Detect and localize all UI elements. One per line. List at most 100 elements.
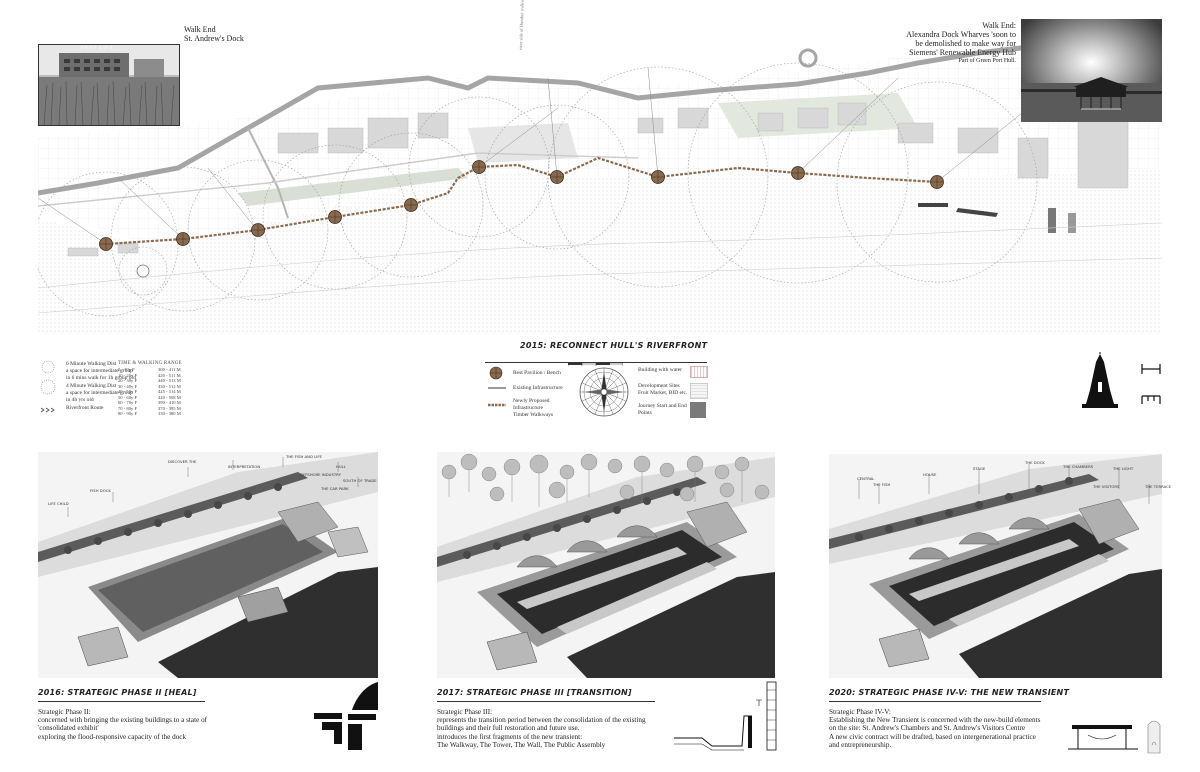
phase3-section-icon (672, 680, 780, 752)
swatch-journey-points (690, 402, 706, 418)
legend-line: 4 Minute Walking Dist (66, 383, 117, 389)
phase4-axonometric (829, 454, 1162, 678)
caption-line: Walk End (184, 25, 216, 34)
legend-line: in 4h yrs old (66, 397, 94, 403)
infrastructure-legend: Rest Pavilion / Bench Existing Infrastru… (487, 366, 577, 426)
legend-item-6min: 6 Minute Walking Dist a space for interm… (66, 361, 136, 382)
description-line: Strategic Phase III: (437, 708, 493, 716)
swatch-building-water (690, 366, 708, 378)
callout-label: THE FISH (873, 482, 891, 487)
pier (918, 203, 948, 207)
table-row: 60 - 70y F 390 - 410 M (118, 400, 190, 406)
pier (956, 208, 998, 217)
table-cell: 10 - 20y F (118, 372, 138, 378)
table-cell: 330 - 380 M (158, 411, 181, 416)
description-line: exploring the flood-responsive capacity … (38, 732, 187, 741)
legend-line: in 6 mins walk for 1h group old (66, 375, 136, 381)
phase2-description: Strategic Phase II: concerned with bring… (38, 708, 308, 741)
description-line: Establishing the New Transient is concer… (829, 716, 1041, 725)
legend-item-route: Riverfront Route (66, 405, 104, 411)
tower-elevation-icon (1080, 352, 1120, 410)
phase2-plan-fragments-icon (312, 680, 380, 750)
legend-symbols (488, 366, 506, 407)
legend-line: Infrastructure (513, 405, 543, 411)
walking-distance-legend: 6 Minute Walking Dist a space for interm… (38, 360, 198, 415)
legend-line: 6 Minute Walking Dist (66, 361, 117, 367)
description-line: A new civic contract will be drafted, ba… (829, 732, 1036, 741)
table-cell: 60 - 70y F (118, 400, 138, 405)
callout-label: INTERPRETATION (228, 464, 261, 469)
callout-label: THE DOCK (1025, 460, 1045, 465)
table-cell: 0 - 10y F (118, 367, 135, 372)
description-line: and entrepreneurship. (829, 740, 892, 749)
legend-line: Points (638, 410, 652, 416)
table-row: 30 - 40y F 430 - 512 M (118, 384, 190, 390)
legend-existing-infrastructure: Existing Infrastructure (513, 385, 563, 391)
table-title: TIME & WALKING RANGE (118, 361, 182, 366)
callout-label: CENTRAL (857, 476, 875, 481)
description-line: concerned with bringing the existing bui… (38, 716, 208, 725)
table-cell: 50 - 60y F (118, 394, 138, 400)
river-humber (38, 168, 1162, 334)
road-a63 (37, 39, 1163, 196)
legend-line: a space for intermediate group (66, 390, 133, 396)
legend-item-4min: 4 Minute Walking Dist a space for interm… (66, 383, 133, 404)
caption-line: Walk End: (982, 21, 1016, 30)
table-cell: 30 - 40y F (118, 383, 138, 389)
callout-label: FISH DOCK (90, 488, 111, 493)
callout-label: STAGE (973, 466, 986, 471)
phase4-description: Strategic Phase IV-V: Establishing the N… (829, 708, 1069, 749)
callout-label: SOUTH OF TRADE (343, 478, 377, 483)
legend-line: Newly Proposed (513, 398, 550, 404)
table-row: 10 - 20y F 420 - 511 M (118, 373, 190, 379)
callout-label: THE CHAMBERS (1063, 464, 1094, 469)
phase3-title: 2017: STRATEGIC PHASE III [TRANSITION] (437, 688, 632, 697)
rest-pavilions (99, 160, 944, 251)
legend-line: a space for intermediate group (66, 368, 133, 374)
building-sign: FOSS LIFE (81, 46, 114, 51)
callout-label: HULL (336, 464, 346, 469)
title-divider (485, 362, 707, 363)
caption-line: Siemens' Renewable Energy Hub (909, 48, 1016, 57)
callout-label: HOUSE (923, 472, 937, 477)
callout-label: OFFSHORE INDUSTRY (300, 472, 341, 477)
legend-newly-proposed: Newly Proposed Infrastructure Timber Wal… (513, 398, 553, 419)
riverfront-map (33, 18, 1163, 334)
caption-line: St. Andrew's Dock (184, 34, 244, 43)
table-cell: 390 - 410 M (158, 400, 181, 405)
table-cell: 70 - 80y F (118, 405, 138, 411)
timber-walkway (105, 156, 938, 246)
scale-bar (567, 353, 624, 366)
walk-end-caption-right: Walk End: Alexandra Dock Wharves 'soon t… (900, 21, 1016, 66)
green-space (238, 168, 468, 206)
callout-label: LIFE CHILD (48, 501, 69, 506)
legend-journey-points: Journey Start and End Points (638, 403, 687, 417)
caption-line: be demolished to make way for (915, 39, 1016, 48)
table-cell: 20 - 30y F (118, 378, 138, 383)
description-line: buildings and their full restoration and… (437, 724, 580, 733)
phase3-description: Strategic Phase III: represents the tran… (437, 708, 669, 749)
phase3-divider (437, 701, 655, 702)
legend-rest-pavilion: Rest Pavilion / Bench (513, 370, 561, 376)
description-line: Strategic Phase IV-V: (829, 708, 891, 716)
description-line: 'consolidated exhibit' (38, 724, 99, 733)
callout-label: THE LIGHT (1113, 466, 1134, 471)
table-cell: 420 - 508 M (158, 394, 181, 400)
legend-line: Timber Walkways (513, 412, 554, 418)
description-line: Strategic Phase II: (38, 708, 91, 716)
table-cell: 420 - 511 M (158, 372, 181, 378)
table-cell: 40 - 50y F (118, 389, 138, 394)
development-site (468, 123, 578, 163)
table-cell: 430 - 512 M (158, 383, 181, 389)
callout-label: THE FISH AND LIFE (286, 454, 322, 459)
riverfront-map-drawing (33, 18, 1163, 334)
caption-line: Alexandra Dock Wharves 'soon to (906, 30, 1016, 39)
table-row: 50 - 60y F 420 - 508 M (118, 395, 190, 401)
